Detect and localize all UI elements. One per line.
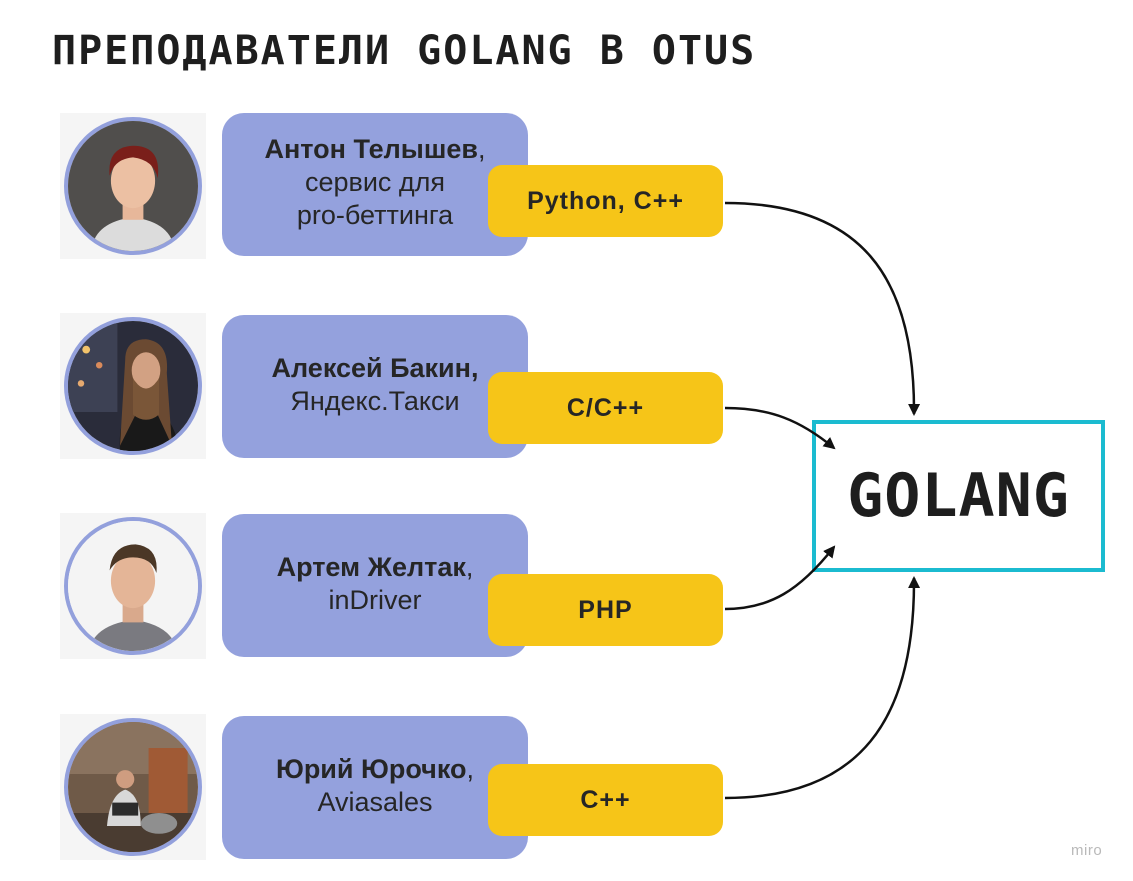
arrow-icon: [724, 406, 836, 450]
teacher-name: Антон Телышев: [264, 134, 478, 164]
teacher-company: сервис для: [304, 167, 446, 197]
teacher-card: Артем Желтак, inDriver: [222, 514, 528, 657]
avatar-artem: [64, 517, 202, 655]
teacher-company: inDriver: [328, 584, 422, 615]
teacher-name: Артем Желтак: [276, 551, 466, 582]
teacher-card: Юрий Юрочко, Aviasales: [222, 716, 528, 859]
teacher-name-punct: ,: [465, 551, 474, 582]
avatar-frame: [60, 513, 206, 659]
language-tag: Python, C++: [488, 165, 723, 237]
language-tag: C++: [488, 764, 723, 836]
portrait-photo-icon: [68, 121, 198, 251]
teacher-card: Алексей Бакин, Яндекс.Такси: [222, 315, 528, 458]
arrow-icon: [724, 576, 921, 800]
teacher-name: Юрий Юрочко: [275, 753, 467, 784]
portrait-photo-icon: [68, 521, 198, 651]
page-title: ПРЕПОДАВАТЕЛИ GOLANG В OTUS: [52, 28, 757, 74]
language-tag: PHP: [488, 574, 723, 646]
arrow-icon: [724, 201, 921, 416]
teacher-name-punct: ,: [477, 134, 486, 164]
arrow-icon: [724, 545, 836, 611]
teacher-name: Алексей Бакин,: [271, 352, 479, 383]
teacher-company: pro-беттинга: [296, 200, 454, 230]
golang-label: GOLANG: [847, 461, 1070, 531]
avatar-frame: [60, 313, 206, 459]
teacher-card: Антон Телышев, сервис для pro-беттинга: [222, 113, 528, 256]
golang-target-box: GOLANG: [812, 420, 1105, 572]
teacher-name-punct: ,: [466, 753, 475, 784]
teacher-company: Яндекс.Такси: [290, 385, 460, 416]
miro-watermark: miro: [1071, 842, 1103, 859]
avatar-anton: [64, 117, 202, 255]
avatar-frame: [60, 113, 206, 259]
language-tag: C/C++: [488, 372, 723, 444]
teacher-company: Aviasales: [317, 786, 433, 817]
avatar-frame: [60, 714, 206, 860]
